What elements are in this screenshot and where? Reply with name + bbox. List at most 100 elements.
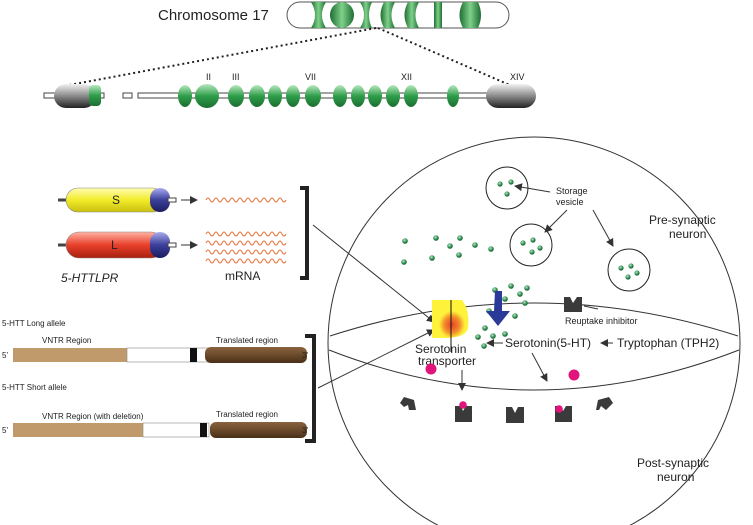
exon-block: [178, 85, 192, 107]
exon-block: [386, 85, 400, 107]
telomere-right: [486, 84, 536, 108]
chromosome-band: [404, 2, 419, 28]
exon-block: [333, 85, 347, 107]
chromosome-bands: [311, 2, 481, 28]
receptor: [455, 406, 472, 422]
transporter-label-1: Serotonin: [415, 342, 466, 356]
chromosome-band: [311, 2, 326, 28]
exon-block: [404, 85, 418, 107]
vntr-short-bar: [13, 423, 143, 437]
post-synaptic-membrane: [328, 349, 740, 391]
storage-vesicle: [485, 166, 529, 210]
zoom-line-left: [63, 27, 377, 87]
chromosome-band: [360, 2, 372, 28]
storage-vesicle: [607, 248, 651, 292]
tryptophan-label: Tryptophan (TPH2): [617, 336, 719, 350]
exon-block: [228, 85, 244, 107]
receptors: [400, 397, 613, 423]
connector-arrow-allele: [317, 329, 435, 389]
storage-vesicle-label-2: vesicle: [556, 197, 584, 207]
exon-block: [249, 85, 265, 107]
s-stub-right: [167, 197, 177, 203]
storage-vesicle-label-1: Storage: [556, 186, 588, 196]
mrna-strands-l: [205, 231, 287, 264]
promoter-caption: 5-HTTLPR: [61, 271, 119, 285]
mrna-label: mRNA: [225, 269, 260, 283]
pre-synaptic-membrane: [329, 302, 739, 337]
gene-backbone-gap: [122, 92, 133, 99]
reuptake-inhibitor-label: Reuptake inhibitor: [565, 316, 638, 326]
l-cap: [150, 232, 170, 258]
exon-block: [286, 85, 300, 107]
mrna-strand-s: [205, 197, 287, 203]
exon-block: [351, 85, 365, 107]
vesicle-dots: [497, 179, 640, 280]
translated-short-bar: [210, 422, 307, 438]
vesicle-arrow-2: [544, 209, 568, 233]
promoter-section: S L 5-HTTLPR mRNA: [58, 186, 309, 285]
translated-short-label: Translated region: [216, 410, 278, 419]
exon-block: [447, 85, 459, 107]
connector-arrow-promoter: [312, 224, 435, 323]
neuron-circle: [327, 136, 741, 525]
chromosome-band: [380, 2, 395, 28]
synapse-section: Reuptake inhibitor Storage vesicle Pre-s…: [327, 136, 741, 525]
vesicle-arrow-1: [514, 183, 551, 193]
pre-synaptic-label-2: neuron: [669, 227, 706, 241]
s-label: S: [112, 193, 120, 207]
gene-map: II III VII XII XIV: [43, 72, 536, 108]
exon-block: [305, 85, 321, 107]
vntr-long-bar: [13, 348, 127, 362]
marker-short: [200, 423, 207, 437]
chromosome-section: Chromosome 17: [43, 1, 536, 108]
long-allele-title: 5-HTT Long allele: [2, 319, 66, 328]
telomere-left: [54, 84, 96, 108]
five-prime-short: 5': [2, 426, 8, 435]
pre-synaptic-label-1: Pre-synaptic: [649, 213, 716, 227]
exon-block: [368, 85, 382, 107]
exon-label-vii: VII: [305, 72, 316, 82]
exon-label-xii: XII: [401, 72, 412, 82]
exon-block: [89, 85, 101, 106]
receptor-ligands: [425, 363, 580, 413]
translated-long-label: Translated region: [216, 336, 278, 345]
allele-section: 5-HTT Long allele VNTR Region Translated…: [2, 319, 316, 443]
serotonin-transporter: [432, 300, 469, 338]
short-allele-title: 5-HTT Short allele: [2, 383, 67, 392]
release-arrow: [486, 291, 510, 326]
s-cap: [150, 188, 170, 212]
l-label: L: [111, 238, 118, 252]
chromosome-title: Chromosome 17: [158, 7, 269, 24]
exon-label-xiv: XIV: [510, 72, 525, 82]
inhibitor-pointer: [583, 305, 599, 310]
l-stub-right: [167, 242, 177, 248]
marker-long: [190, 348, 197, 362]
reuptake-inhibitor-shape: [564, 297, 582, 312]
vntr-short-label: VNTR Region (with deletion): [42, 412, 144, 421]
serotonin-label: Serotonin(5-HT): [505, 336, 591, 350]
serotonin-down-arrow: [531, 352, 548, 382]
translated-long-bar: [205, 347, 307, 363]
storage-vesicle: [509, 223, 553, 267]
three-prime-short: 3': [302, 426, 308, 435]
exon-label-ii: II: [206, 72, 211, 82]
five-prime-long: 5': [2, 351, 8, 360]
receptor: [400, 397, 416, 410]
exon-block: [195, 84, 219, 108]
promoter-bracket: [300, 186, 309, 280]
post-synaptic-label-2: neuron: [657, 470, 694, 484]
post-synaptic-label-1: Post-synaptic: [637, 456, 709, 470]
chromosome-band: [330, 2, 354, 28]
exon-block: [268, 85, 282, 107]
exon-blocks: [178, 84, 459, 108]
zoom-line-right: [377, 27, 513, 87]
exon-label-iii: III: [232, 72, 240, 82]
chromosome-band: [459, 2, 481, 28]
allele-bracket: [305, 334, 316, 443]
intron-short-bar: [142, 422, 210, 438]
chromosome-band: [434, 2, 442, 28]
three-prime-long: 3': [302, 351, 308, 360]
receptor: [596, 397, 613, 410]
vntr-long-label: VNTR Region: [42, 336, 91, 345]
